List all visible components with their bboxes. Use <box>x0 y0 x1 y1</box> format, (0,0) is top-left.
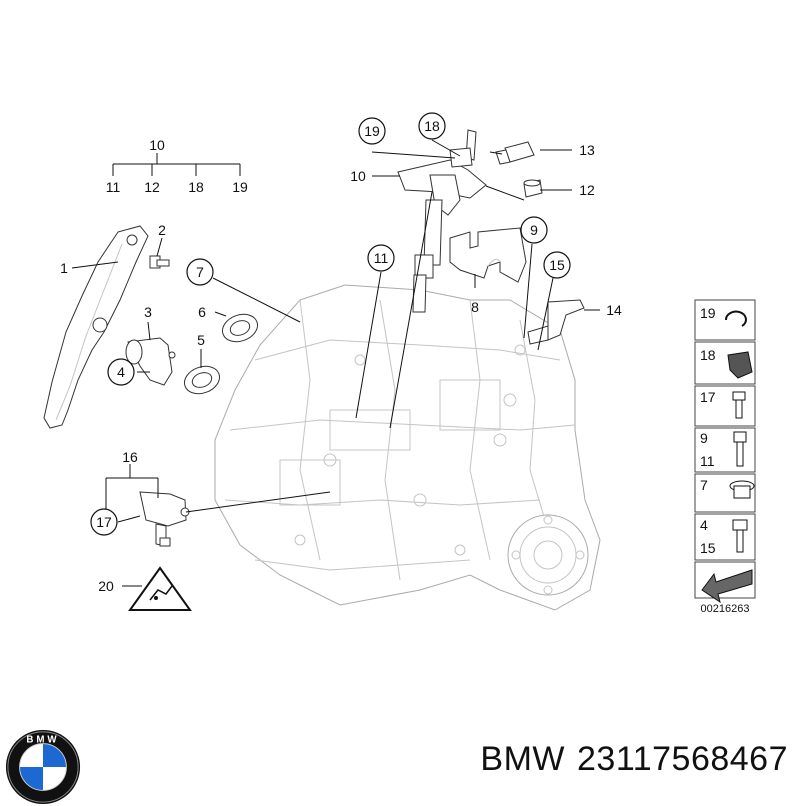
bracket-part <box>449 227 527 283</box>
part-number: 23117568467 <box>577 740 788 778</box>
legend-row-17: 17 <box>694 385 756 427</box>
pivot-bolt-part <box>149 255 170 269</box>
shift-shaft-assembly <box>397 129 487 313</box>
plain-callouts: 1 2 3 5 6 8 10 12 13 14 16 20 <box>60 142 622 594</box>
legend-label-19: 19 <box>700 305 716 321</box>
guide-sleeve-part <box>125 337 176 386</box>
short-bolt-icon <box>732 391 746 419</box>
warning-triangle-icon <box>128 566 192 611</box>
legend-label-17: 17 <box>700 389 716 405</box>
circled-callouts: 19 18 7 4 11 9 15 17 <box>90 112 571 536</box>
shaft-seal-part <box>222 313 258 343</box>
legend-label-7: 7 <box>700 477 708 493</box>
diagram-code: 00216263 <box>701 603 750 615</box>
callout-bubble-7: 7 <box>186 258 214 286</box>
callout-2: 2 <box>158 222 166 238</box>
legend-label-18: 18 <box>700 347 716 363</box>
legend-label-15: 15 <box>700 540 716 556</box>
callout-17: 17 <box>96 514 112 530</box>
callout-1: 1 <box>60 260 68 276</box>
callout-12: 12 <box>579 182 595 198</box>
hex-bolt-icon <box>733 431 747 467</box>
legend-label-4: 4 <box>700 517 708 533</box>
seal-ring-part <box>184 365 220 395</box>
callout-bubble-4: 4 <box>107 358 135 386</box>
callout-bubble-15: 15 <box>543 251 571 279</box>
callout-bubble-9: 9 <box>520 216 548 244</box>
legend-label-11: 11 <box>700 453 715 469</box>
callout-6: 6 <box>198 304 206 320</box>
exploded-parts-diagram: 10 11 12 18 19 1 2 3 5 6 8 10 12 13 14 1… <box>43 112 756 615</box>
leader-lines <box>71 139 600 587</box>
callout-19: 19 <box>364 123 380 139</box>
clamp-block-icon <box>727 351 753 379</box>
group-item-11: 11 <box>106 179 121 195</box>
callout-bubble-11: 11 <box>367 244 395 272</box>
callout-7: 7 <box>196 264 204 280</box>
callout-5: 5 <box>197 332 205 348</box>
group-item-18: 18 <box>188 179 204 195</box>
gearbox-housing <box>214 284 601 611</box>
bmw-logo-icon: BMW <box>5 729 81 805</box>
callout-16: 16 <box>122 449 138 465</box>
circlip-icon <box>724 310 747 327</box>
bushing-part <box>523 179 543 198</box>
direction-arrow-icon <box>701 569 753 604</box>
callout-4: 4 <box>117 364 125 380</box>
callout-bubble-17: 17 <box>90 508 118 536</box>
callout-15: 15 <box>549 257 565 273</box>
release-lever-part <box>43 225 149 429</box>
legend-row-arrow <box>694 561 756 604</box>
callout-9: 9 <box>530 222 538 238</box>
logo-quadrant-blue-1 <box>43 743 67 767</box>
brand-name: BMW <box>480 740 566 778</box>
group-callout: 10 11 12 18 19 <box>106 137 248 195</box>
callout-8: 8 <box>471 299 479 315</box>
legend-row-19: 19 <box>694 299 756 341</box>
flange-bolt-icon <box>732 519 748 553</box>
callout-bubble-19: 19 <box>358 117 386 145</box>
reverse-switch-part <box>139 491 190 547</box>
group-item-19: 19 <box>232 179 248 195</box>
callout-20: 20 <box>98 578 114 594</box>
legend-row-9-11: 9 11 <box>694 427 756 473</box>
sensor-part <box>495 141 535 165</box>
group-item-12: 12 <box>144 179 160 195</box>
logo-quadrant-blue-2 <box>19 767 43 791</box>
callout-11: 11 <box>374 250 389 266</box>
legend-row-7: 7 <box>694 473 756 513</box>
legend-row-18: 18 <box>694 341 756 385</box>
callout-3: 3 <box>144 304 152 320</box>
legend-label-9: 9 <box>700 430 708 446</box>
callout-13: 13 <box>579 142 595 158</box>
group-label: 10 <box>149 137 165 153</box>
logo-letters: BMW <box>26 735 59 746</box>
callout-18: 18 <box>424 118 440 134</box>
legend-row-4-15: 4 15 <box>694 513 756 561</box>
plug-icon <box>729 480 755 499</box>
plate-part <box>527 299 585 345</box>
part-caption: BMW 23117568467 <box>480 740 788 779</box>
callout-10: 10 <box>350 168 366 184</box>
fastener-legend: 19 18 17 9 11 7 <box>694 299 756 615</box>
callout-14: 14 <box>606 302 622 318</box>
callout-bubble-18: 18 <box>418 112 446 140</box>
